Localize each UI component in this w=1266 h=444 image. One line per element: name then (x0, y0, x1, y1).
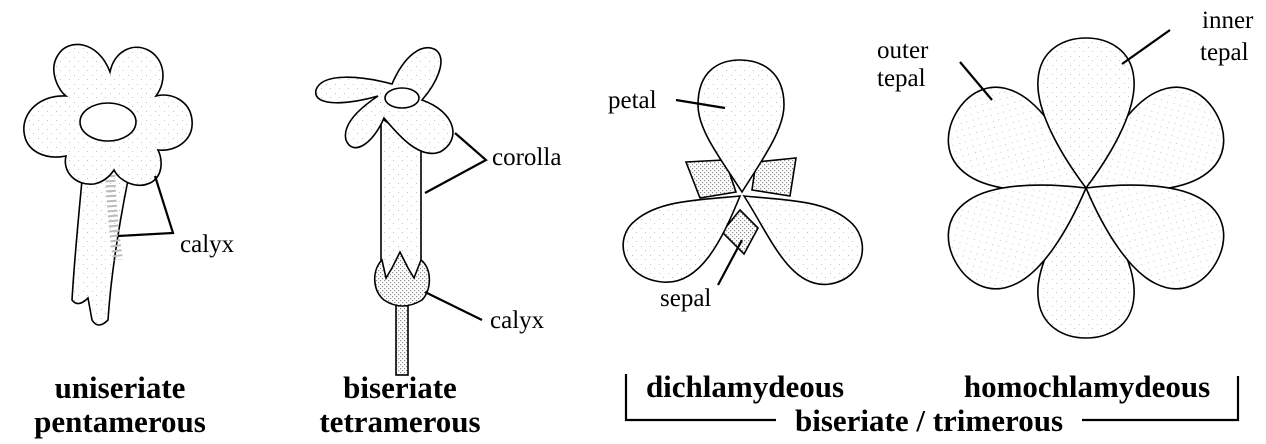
caption-homochlamydeous: homochlamydeous (964, 369, 1210, 404)
outer-tepal-label-line2: tepal (877, 65, 926, 92)
inner-tepal-label-line2: tepal (1200, 39, 1249, 66)
calyx-leader-2 (425, 292, 482, 320)
calyx-label-2: calyx (490, 307, 545, 334)
outer-tepal-label-line1: outer (877, 37, 929, 64)
biseriate-tetramerous-flower: corolla calyx (316, 48, 562, 375)
caption-biseriate: biseriate (343, 370, 457, 405)
dichlamydeous-flower: petal sepal (608, 60, 862, 312)
corolla-label: corolla (492, 144, 561, 171)
uniseriate-throat (80, 103, 136, 141)
caption-biseriate-trimerous: biseriate / trimerous (795, 403, 1063, 438)
calyx-label: calyx (180, 231, 235, 258)
pedicel (396, 305, 408, 375)
petal-label: petal (608, 87, 657, 114)
caption-uniseriate: uniseriate (55, 370, 186, 405)
sepal-label: sepal (660, 285, 711, 312)
inner-tepal-label-line1: inner (1202, 7, 1254, 34)
petal-right (744, 196, 862, 284)
petal-left (623, 196, 740, 282)
inner-tepal-leader (1122, 30, 1170, 64)
caption-pentamerous: pentamerous (34, 404, 206, 439)
caption-tetramerous: tetramerous (319, 404, 480, 439)
caption-dichlamydeous: dichlamydeous (646, 369, 844, 404)
sepal-leader (718, 240, 742, 285)
uniseriate-flower: calyx (24, 44, 235, 325)
corolla-throat (385, 88, 419, 108)
